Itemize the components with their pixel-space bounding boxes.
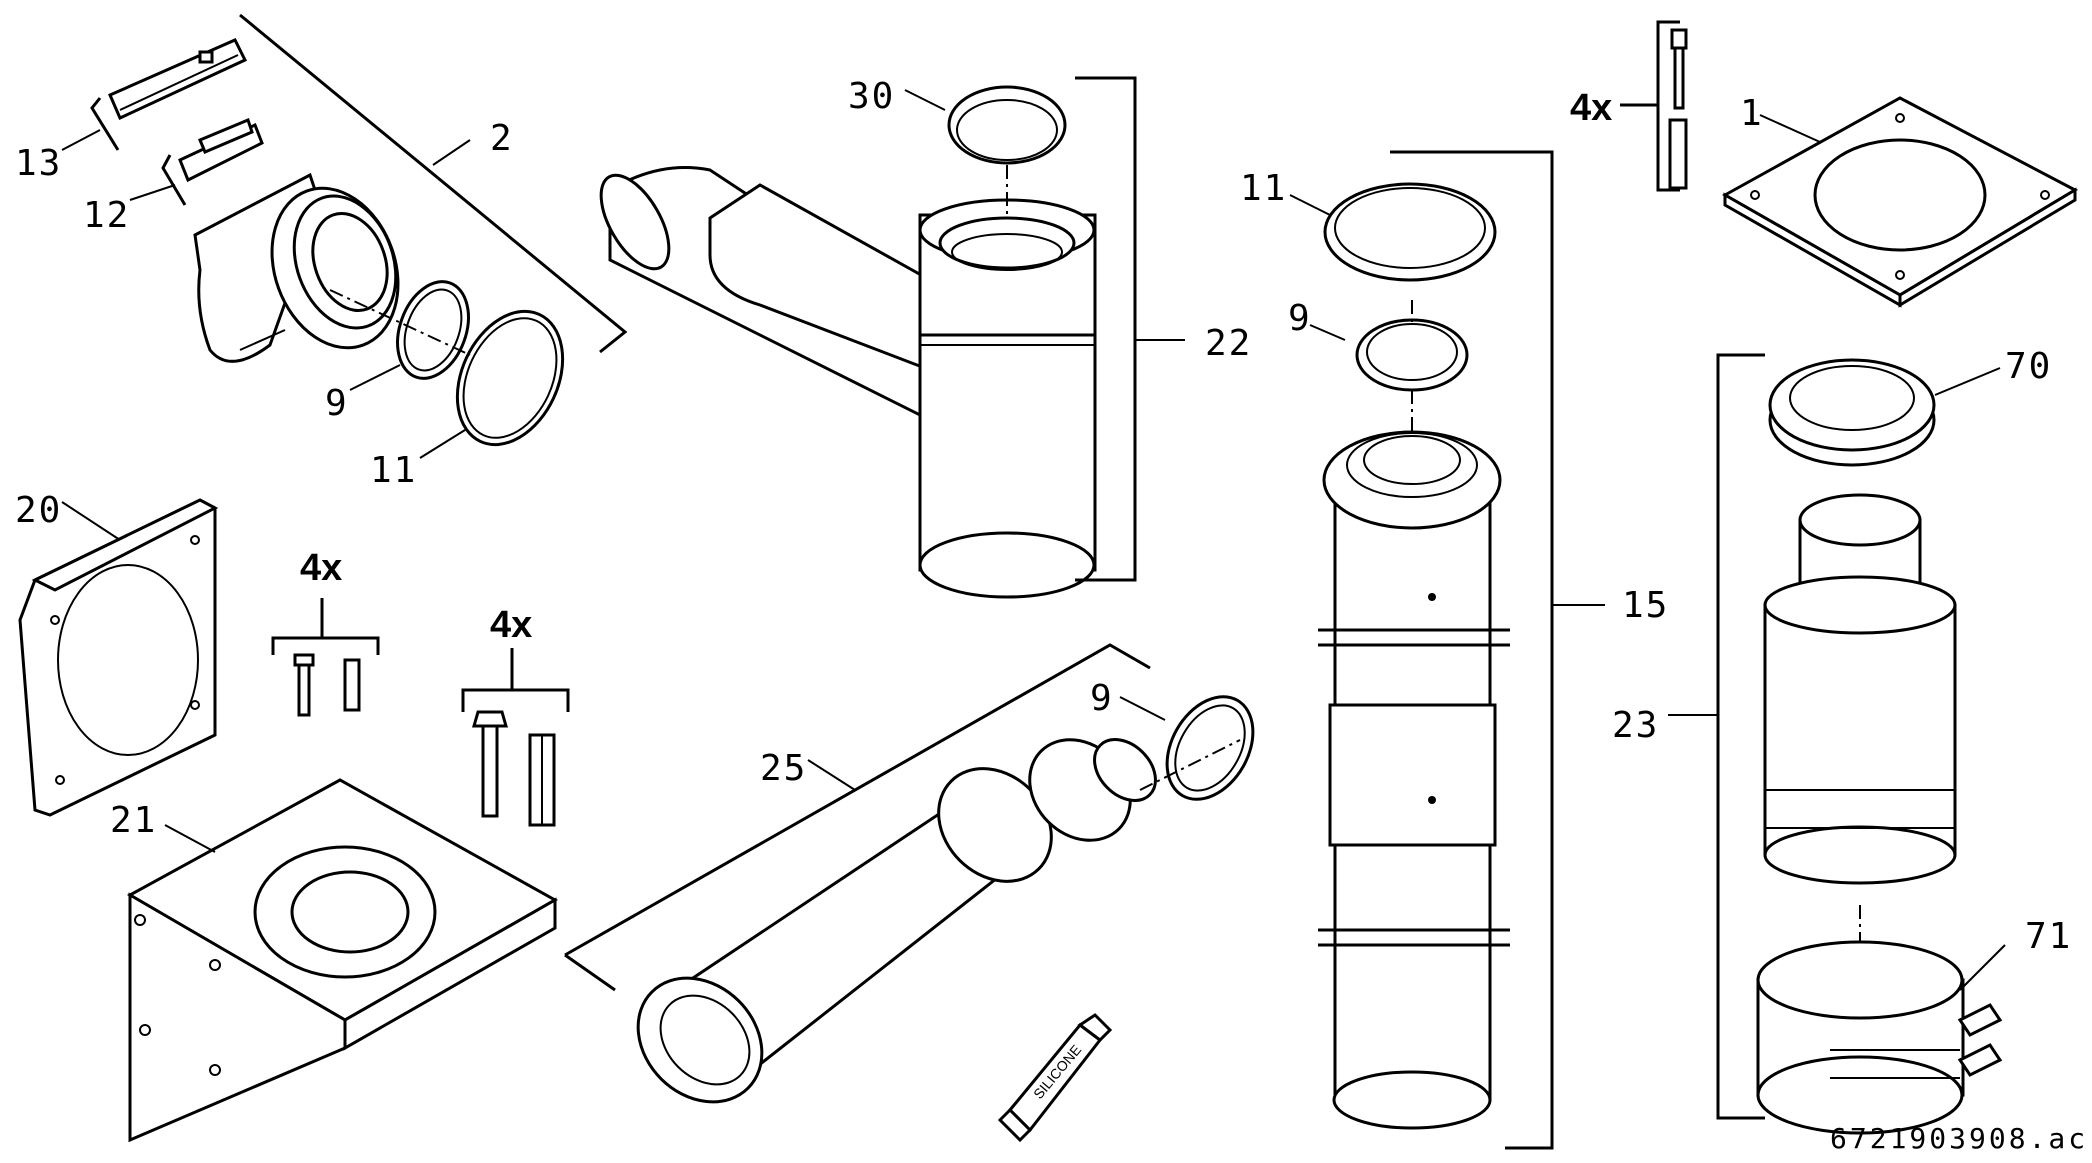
label-9-elbow: 9 — [325, 383, 349, 424]
document-id: 6721903908.ac — [1830, 1122, 2088, 1155]
label-13: 13 — [15, 143, 62, 184]
qty-label-plate-screws: 4x — [1570, 87, 1612, 129]
label-9-pipe: 9 — [1090, 678, 1114, 719]
clip-12 — [161, 117, 264, 206]
label-15: 15 — [1622, 585, 1669, 626]
label-71: 71 — [2025, 916, 2072, 957]
label-12: 12 — [83, 195, 130, 236]
ring-11-elbow — [455, 309, 565, 447]
clamp-71 — [1756, 940, 2003, 1135]
vertical-pipe-15 — [1289, 150, 1605, 1150]
label-70: 70 — [2005, 346, 2052, 387]
seal-30 — [947, 85, 1067, 165]
label-1: 1 — [1740, 93, 1764, 134]
label-11-pipe: 11 — [1240, 168, 1287, 209]
adapter-23 — [1668, 353, 2006, 1135]
elbow-body — [193, 172, 400, 363]
clip-13 — [90, 38, 248, 151]
label-30: 30 — [848, 76, 895, 117]
label-11-elbow: 11 — [370, 450, 417, 491]
tee-piece — [599, 76, 1185, 599]
bolt-set-large — [461, 648, 570, 827]
label-9-vertical: 9 — [1288, 298, 1312, 339]
label-22: 22 — [1205, 323, 1252, 364]
extension-pipe-25: SILICONE — [564, 643, 1255, 1143]
roof-plate-1 — [1721, 96, 2079, 308]
label-23: 23 — [1612, 705, 1659, 746]
silicone-tube: SILICONE — [997, 1013, 1113, 1143]
seal-9-pipe — [1165, 695, 1255, 801]
screw-set-plate — [1620, 20, 1688, 192]
ring-11-pipe — [1323, 182, 1497, 282]
qty-label-small-screws: 4x — [300, 547, 342, 589]
screw-set-small — [271, 598, 380, 717]
wall-plate-20 — [18, 498, 219, 817]
label-2: 2 — [490, 118, 514, 159]
label-25: 25 — [760, 748, 807, 789]
label-20: 20 — [15, 490, 62, 531]
support-bracket-21 — [126, 778, 559, 1143]
label-21: 21 — [110, 800, 157, 841]
elbow-assembly — [61, 13, 628, 459]
qty-label-bolts: 4x — [490, 604, 532, 646]
